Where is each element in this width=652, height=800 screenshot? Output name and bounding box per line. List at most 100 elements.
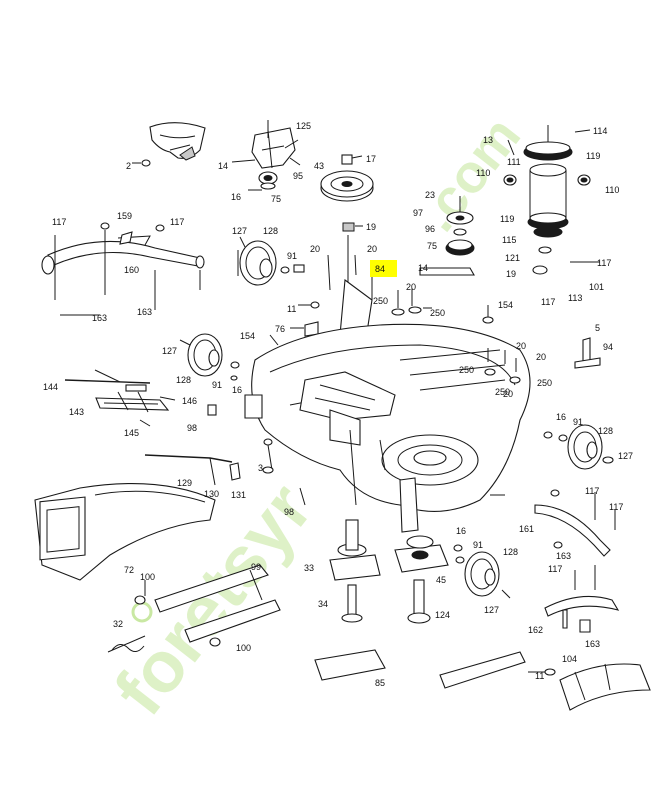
idler-pulley-right bbox=[419, 196, 475, 276]
spindle-left bbox=[314, 519, 386, 681]
callout-163: 163 bbox=[556, 551, 571, 561]
callout-101: 101 bbox=[589, 282, 604, 292]
callout-96: 96 bbox=[425, 224, 435, 234]
lift-link-left bbox=[41, 222, 205, 316]
callout-75: 75 bbox=[427, 241, 437, 251]
spindle-right bbox=[394, 535, 526, 689]
callout-130: 130 bbox=[204, 489, 219, 499]
callout-117: 117 bbox=[597, 258, 611, 268]
callout-91: 91 bbox=[287, 251, 297, 261]
callout-20: 20 bbox=[367, 244, 377, 254]
callout-124: 124 bbox=[435, 610, 450, 620]
callout-16: 16 bbox=[556, 412, 566, 422]
callout-76: 76 bbox=[275, 324, 285, 334]
callout-128: 128 bbox=[503, 547, 518, 557]
callout-127: 127 bbox=[232, 226, 247, 236]
callout-145: 145 bbox=[124, 428, 139, 438]
callout-110: 110 bbox=[605, 185, 619, 195]
gauge-wheel-mid bbox=[179, 333, 279, 381]
callout-131: 131 bbox=[231, 490, 246, 500]
callout-117: 117 bbox=[541, 297, 555, 307]
callout-99: 99 bbox=[251, 562, 261, 572]
callout-3: 3 bbox=[258, 463, 263, 473]
callout-121: 121 bbox=[505, 253, 520, 263]
callout-85: 85 bbox=[375, 678, 385, 688]
callout-43: 43 bbox=[314, 161, 324, 171]
callout-113: 113 bbox=[568, 293, 582, 303]
callout-129: 129 bbox=[177, 478, 192, 488]
callout-163: 163 bbox=[92, 313, 107, 323]
callout-20: 20 bbox=[310, 244, 320, 254]
nut-2 bbox=[132, 159, 151, 167]
callout-16: 16 bbox=[231, 192, 241, 202]
callout-125: 125 bbox=[296, 121, 311, 131]
callout-91: 91 bbox=[212, 380, 222, 390]
callout-159: 159 bbox=[117, 211, 132, 221]
callout-75: 75 bbox=[271, 194, 281, 204]
callout-2: 2 bbox=[126, 161, 131, 171]
callout-20: 20 bbox=[503, 389, 513, 399]
callout-95: 95 bbox=[293, 171, 303, 181]
callout-14: 14 bbox=[418, 263, 428, 273]
callout-111: 111 bbox=[507, 157, 521, 167]
callout-45: 45 bbox=[436, 575, 446, 585]
callout-100: 100 bbox=[140, 572, 155, 582]
callout-154: 154 bbox=[498, 300, 513, 310]
callout-128: 128 bbox=[598, 426, 613, 436]
callout-94: 94 bbox=[603, 342, 613, 352]
callout-84: 84 bbox=[375, 264, 385, 274]
idler-bracket bbox=[231, 120, 301, 191]
callout-20: 20 bbox=[516, 341, 526, 351]
callout-163: 163 bbox=[137, 307, 152, 317]
lift-link-right bbox=[534, 489, 620, 633]
callout-110: 110 bbox=[476, 168, 490, 178]
callout-98: 98 bbox=[284, 507, 294, 517]
callout-119: 119 bbox=[500, 214, 514, 224]
callout-117: 117 bbox=[609, 502, 623, 512]
highlight-box bbox=[370, 260, 397, 277]
callout-16: 16 bbox=[232, 385, 242, 395]
callout-98: 98 bbox=[187, 423, 197, 433]
callout-162: 162 bbox=[528, 625, 543, 635]
callout-33: 33 bbox=[304, 563, 314, 573]
callout-127: 127 bbox=[162, 346, 177, 356]
callout-250: 250 bbox=[537, 378, 552, 388]
callout-91: 91 bbox=[573, 417, 583, 427]
callout-17: 17 bbox=[366, 154, 376, 164]
gauge-wheel-right bbox=[543, 424, 614, 470]
callout-143: 143 bbox=[69, 407, 84, 417]
bracket-top-left bbox=[149, 122, 206, 161]
bolts-center bbox=[290, 254, 357, 337]
callout-163: 163 bbox=[585, 639, 600, 649]
callout-20: 20 bbox=[406, 282, 416, 292]
callout-91: 91 bbox=[473, 540, 483, 550]
callout-23: 23 bbox=[425, 190, 435, 200]
front-hanger bbox=[107, 564, 281, 653]
callout-144: 144 bbox=[43, 382, 58, 392]
callout-114: 114 bbox=[593, 126, 607, 136]
callout-127: 127 bbox=[618, 451, 633, 461]
callout-161: 161 bbox=[519, 524, 534, 534]
callout-5: 5 bbox=[595, 323, 600, 333]
watermark-dot bbox=[131, 601, 153, 623]
callout-19: 19 bbox=[506, 269, 516, 279]
callout-20: 20 bbox=[536, 352, 546, 362]
callout-11: 11 bbox=[287, 304, 296, 314]
jackshaft-assembly bbox=[503, 125, 600, 275]
callout-72: 72 bbox=[124, 565, 134, 575]
callout-100: 100 bbox=[236, 643, 251, 653]
callout-117: 117 bbox=[52, 217, 66, 227]
callout-32: 32 bbox=[113, 619, 123, 629]
gauge-wheel-bottom bbox=[453, 544, 511, 599]
callout-19: 19 bbox=[366, 222, 376, 232]
callout-127: 127 bbox=[484, 605, 499, 615]
mower-deck bbox=[244, 323, 531, 533]
callout-11: 11 bbox=[535, 671, 544, 681]
callout-115: 115 bbox=[502, 235, 516, 245]
callout-34: 34 bbox=[318, 599, 328, 609]
callout-117: 117 bbox=[170, 217, 184, 227]
callout-13: 13 bbox=[483, 135, 493, 145]
callout-128: 128 bbox=[176, 375, 191, 385]
